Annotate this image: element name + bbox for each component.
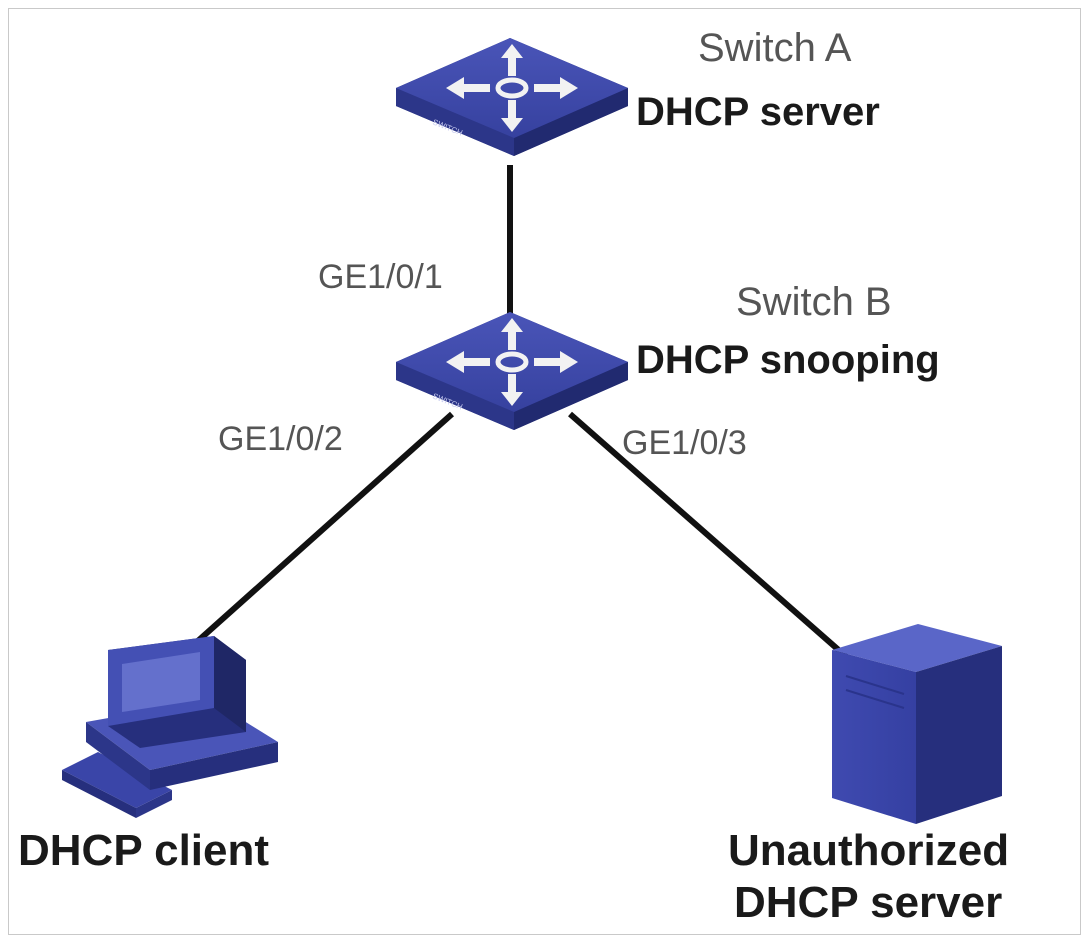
port-label-ge1-0-3: GE1/0/3: [622, 424, 747, 462]
diagram-frame: [8, 8, 1081, 935]
client-label: DHCP client: [18, 826, 270, 875]
switch-a-icon: SWITCH: [396, 38, 628, 156]
switch-a-role: DHCP server: [636, 90, 880, 134]
rogue-server-label-line2: DHCP server: [734, 878, 1003, 927]
port-label-ge1-0-2: GE1/0/2: [218, 420, 343, 458]
switch-a-name: Switch A: [698, 26, 852, 70]
pc-icon: [62, 636, 278, 818]
port-label-ge1-0-1: GE1/0/1: [318, 258, 443, 296]
switch-b-icon: SWITCH: [396, 312, 628, 430]
link-switch-b-to-client: [188, 411, 454, 651]
switch-b-name: Switch B: [736, 280, 892, 324]
link-switch-b-to-rogue-server: [568, 411, 852, 663]
switch-b-role: DHCP snooping: [636, 338, 940, 382]
server-tower-icon: [832, 624, 1002, 824]
rogue-server-label-line1: Unauthorized: [728, 826, 1010, 875]
